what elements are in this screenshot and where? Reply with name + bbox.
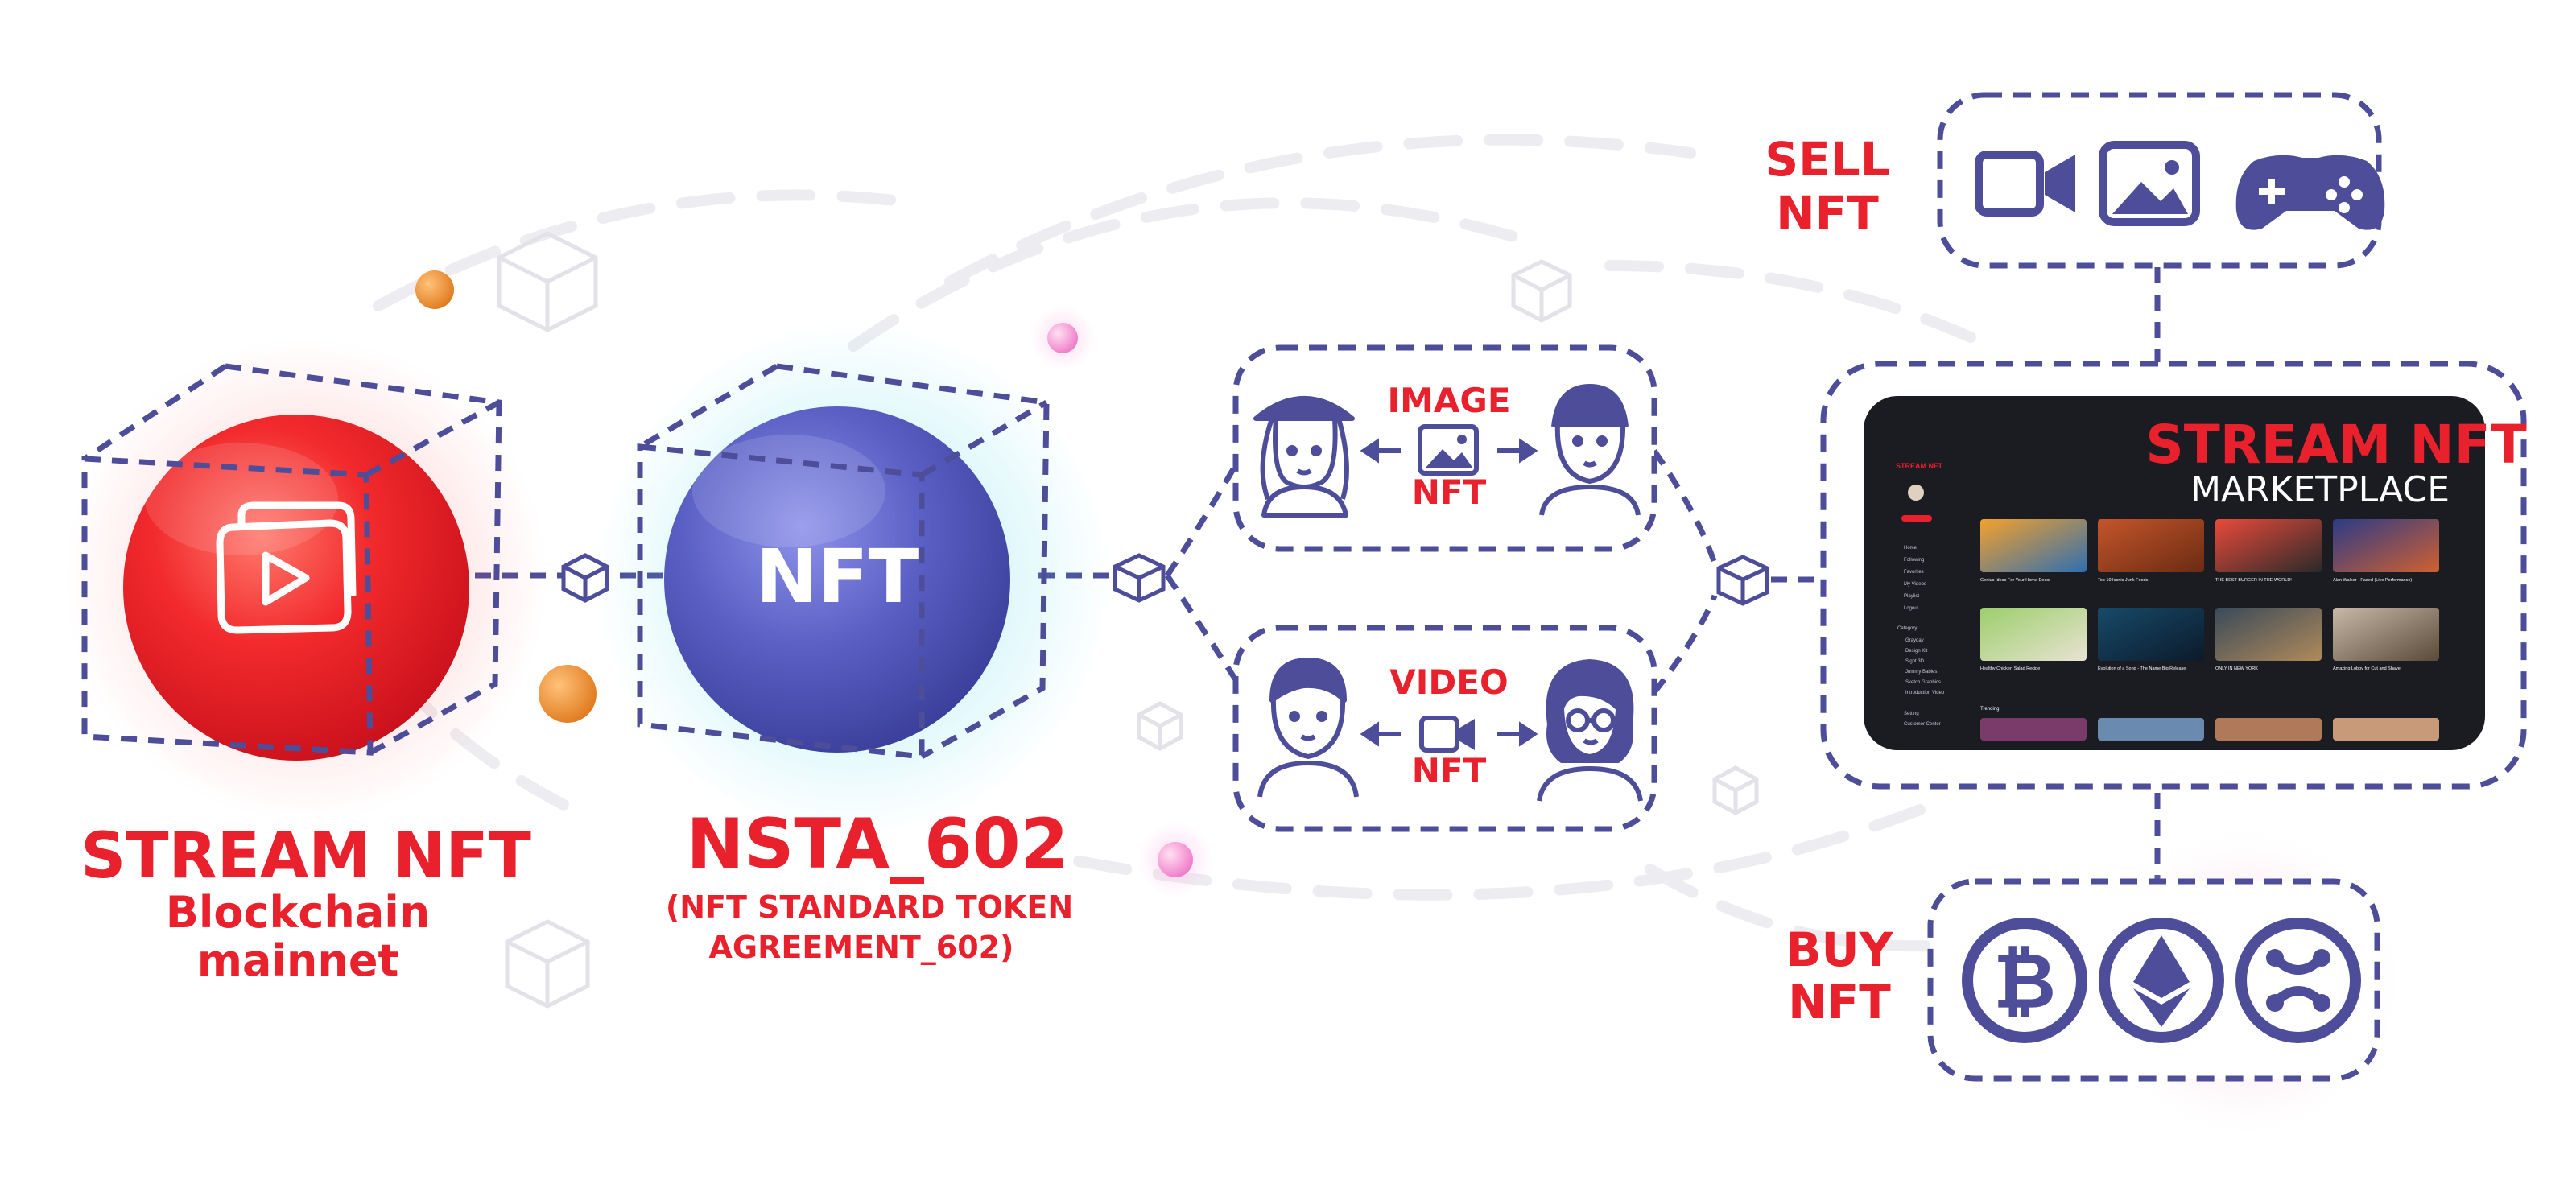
video-nft-arrows [1360,721,1538,747]
buy-nft-group: BUY NFT ₿ [1785,861,2380,1103]
buy-nft-label-line2: NFT [1788,975,1891,1029]
video-thumbnail[interactable] [2215,608,2322,661]
video-thumbnail[interactable] [2333,718,2439,741]
standard-title: NSTA_602 [687,804,1069,885]
video-title[interactable]: ONLY IN NEW YORK [2215,666,2258,671]
sidebar-item-playlist[interactable]: Playlist [1904,594,1919,599]
video-title[interactable]: Top 10 Iconic Junk Foods [2098,578,2149,583]
category-item[interactable]: Sketch Graphics [1905,680,1941,685]
standard-subtitle-line1: (NFT STANDARD TOKEN [666,889,1073,925]
mainnet-title: STREAM NFT [80,820,531,893]
sell-nft-group: SELL NFT [1765,92,2385,269]
video-thumbnail[interactable] [1980,718,2087,741]
ripple-icon [2235,918,2361,1043]
mainnet-subtitle-line2: mainnet [197,935,399,986]
svg-text:₿: ₿ [1993,936,2056,1026]
sidebar-item-my-videos[interactable]: My Videos [1904,582,1926,587]
sell-nft-label-line2: NFT [1776,186,1879,241]
image-nft-box: IMAGE NFT [1232,344,1657,552]
video-thumbnail[interactable] [2333,608,2439,661]
woman-hat-avatar-icon [1253,396,1355,518]
trending-row [1980,718,2439,741]
video-nft-label-line1: VIDEO [1389,662,1508,702]
standard-subtitle-line2: AGREEMENT_602) [709,930,1014,965]
sell-nft-label-line1: SELL [1765,132,1889,187]
video-camera-icon [1975,151,2075,217]
video-thumbnail[interactable] [2098,608,2204,661]
video-title[interactable]: Evolution of a Song - The Name Big Relea… [2098,666,2186,671]
sidebar-item-logout[interactable]: Logout [1904,606,1919,611]
buy-nft-label-line1: BUY [1785,922,1893,977]
man-avatar-icon [1539,384,1641,516]
video-nft-label-line2: NFT [1412,751,1487,790]
mainnet-node: STREAM NFT Blockchain mainnet [64,338,547,986]
image-icon [2099,141,2200,226]
trending-label: Trending [1980,707,1999,712]
image-nft-label-line2: NFT [1412,472,1487,512]
marketplace-brand: STREAM NFT [1896,462,1942,470]
woman-glasses-avatar-icon [1537,659,1643,802]
video-title[interactable]: Healthy Chicken Salad Recipe [1980,666,2040,671]
profile-button[interactable] [1901,515,1932,522]
marketplace-title-line1: STREAM NFT [2145,414,2527,476]
image-icon [1418,424,1479,476]
standard-node: NFT NSTA_602 (NFT STANDARD TOKEN AGREEME… [596,322,1111,965]
ethereum-icon [2099,918,2224,1043]
connector-cubes [561,553,1769,606]
video-thumbnail[interactable] [2215,718,2322,741]
sidebar-item-following[interactable]: Following [1904,558,1924,563]
video-title[interactable]: Genius Ideas For Your Home Decor [1980,578,2050,583]
decorative-orbs [415,270,1212,897]
gamepad-icon [2235,155,2385,230]
video-grid-row-2: Healthy Chicken Salad Recipe Evolution o… [1980,608,2439,671]
video-title[interactable]: Alan Walker - Faded (Live Performance) [2333,578,2412,583]
sidebar-item-home[interactable]: Home [1904,546,1918,551]
category-item[interactable]: Introduction Video [1905,691,1945,695]
video-title[interactable]: Amazing Lobby for Cut and Shave [2333,666,2401,671]
marketplace-sidebar: STREAM NFT Home Following Favorites My V… [1896,462,1945,727]
video-camera-icon [1419,716,1475,753]
sidebar-item-customer-center[interactable]: Customer Center [1904,722,1941,727]
video-thumbnail[interactable] [2098,519,2204,572]
sidebar-item-favorites[interactable]: Favorites [1904,570,1924,575]
marketplace-screen [1864,396,2485,750]
image-nft-label-line1: IMAGE [1387,381,1510,420]
categories-heading: Category [1897,626,1917,631]
man-avatar-icon [1257,658,1359,798]
video-thumbnail[interactable] [1980,519,2087,572]
video-grid-row-1: Genius Ideas For Your Home Decor Top 10 … [1980,519,2439,583]
play-folder-icon [216,501,357,634]
video-thumbnail[interactable] [2098,718,2204,741]
mainnet-subtitle-line1: Blockchain [166,887,431,938]
marketplace-title-line2: MARKETPLACE [2190,469,2450,510]
category-item[interactable]: Grayday [1905,638,1924,643]
video-nft-box: VIDEO NFT [1232,625,1657,832]
background-cubes [497,231,1759,1009]
category-item[interactable]: Design Kit [1905,649,1928,654]
video-title[interactable]: THE BEST BURGER IN THE WORLD! [2215,578,2292,583]
marketplace-frame: STREAM NFT MARKETPLACE STREAM NFT Home F… [1820,361,2527,790]
video-thumbnail[interactable] [2333,519,2439,572]
sidebar-item-setting[interactable]: Setting [1904,712,1919,716]
category-item[interactable]: Jummy Babies [1905,670,1937,675]
nft-sphere-label: NFT [756,534,919,620]
avatar[interactable] [1908,485,1924,501]
image-nft-arrows [1360,438,1538,464]
video-thumbnail[interactable] [1980,608,2087,661]
category-item[interactable]: Sight 3D [1905,659,1925,664]
bitcoin-icon: ₿ [1962,918,2087,1043]
video-thumbnail[interactable] [2215,519,2322,572]
